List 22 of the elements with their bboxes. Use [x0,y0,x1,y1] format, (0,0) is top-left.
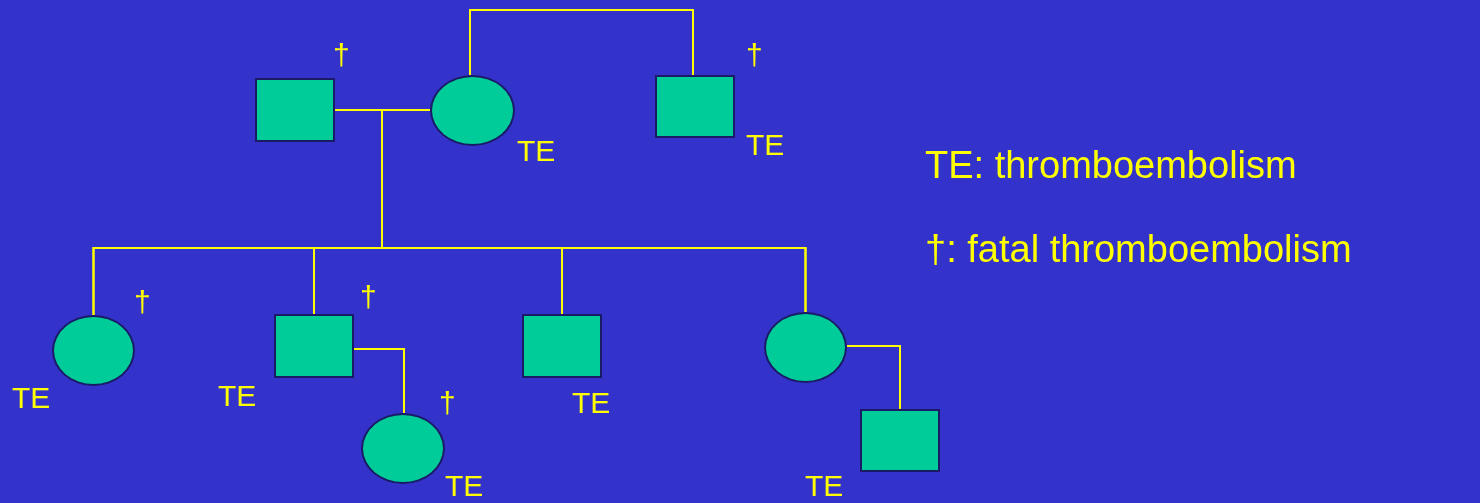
annotation-text: † [333,40,350,70]
annotation-text: TE [218,381,257,411]
legend-text: TE: thromboembolism [925,146,1297,184]
male-square [860,409,940,472]
pedigree-line [353,348,405,414]
annotation-text: TE [12,383,51,413]
annotation-text: † [360,282,377,312]
pedigree-line [469,9,694,77]
pedigree-line [845,345,901,410]
male-square [255,78,335,142]
male-square [522,314,602,378]
annotation-text: † [439,388,456,418]
annotation-text: TE [746,130,785,160]
annotation-text: TE [805,471,844,501]
annotation-text: † [746,40,763,70]
male-square [274,314,354,378]
legend-text: †: fatal thromboembolism [925,230,1352,268]
annotation-text: TE [517,136,556,166]
annotation-text: TE [572,388,611,418]
male-square [655,75,735,138]
annotation-text: TE [445,471,484,501]
annotation-text: † [134,287,151,317]
